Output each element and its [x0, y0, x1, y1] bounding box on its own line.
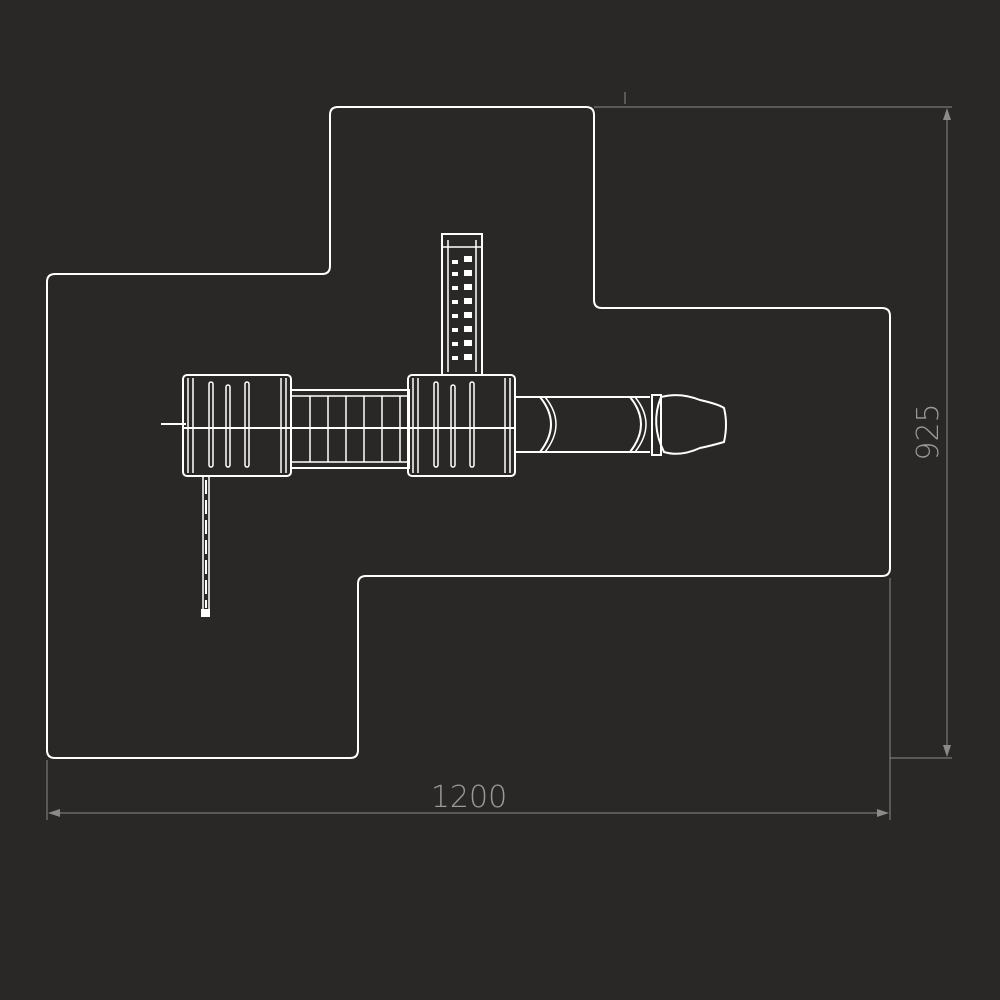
chain-ladder — [201, 476, 210, 617]
climbing-wall — [441, 233, 483, 376]
tube-slide — [515, 394, 727, 456]
tower-2 — [407, 374, 516, 477]
safety-zone-outline — [46, 106, 891, 759]
height-dimension-label: 925 — [911, 403, 946, 460]
bridge — [290, 389, 410, 469]
dimension-lines — [46, 92, 952, 820]
width-dimension-label: 1200 — [431, 780, 507, 815]
tower-1 — [182, 374, 292, 477]
play-structure — [161, 233, 727, 617]
